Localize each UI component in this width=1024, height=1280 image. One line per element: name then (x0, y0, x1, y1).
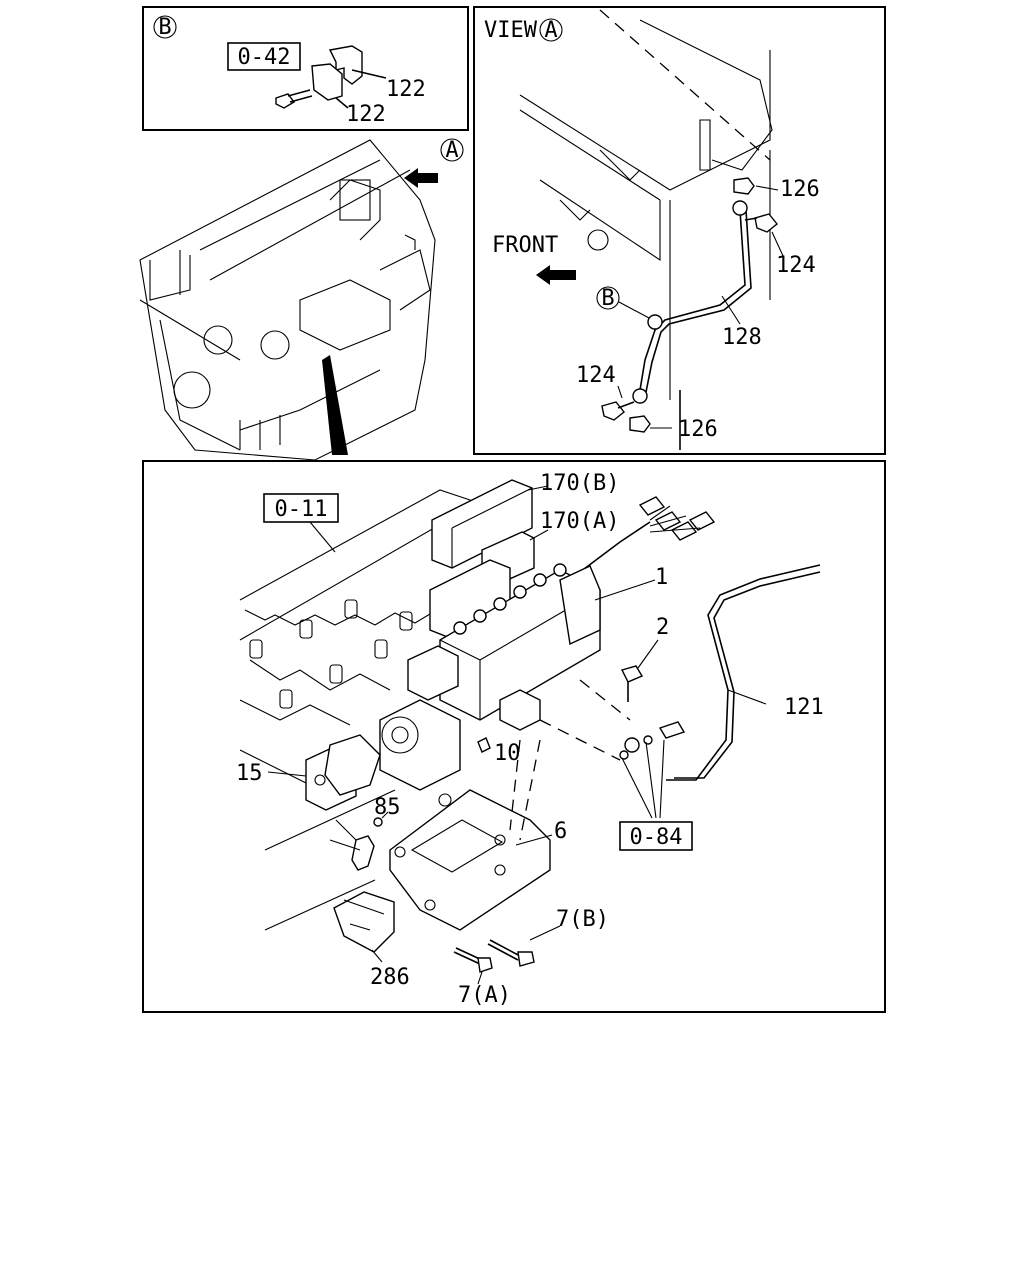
clamp-126-upper (733, 177, 755, 195)
callout-124-upper: 124 (776, 253, 816, 278)
ref-box-0-42 (227, 42, 301, 71)
fuel-pipe-128 (639, 209, 746, 391)
front-label: FRONT (492, 233, 558, 258)
callout-7a: 7(A) (458, 983, 511, 1008)
bolt-124-lower (601, 401, 635, 421)
bolt-part (275, 89, 313, 109)
bolt-2 (620, 639, 659, 702)
view-a-panel: VIEW A FRONT B (473, 6, 886, 455)
view-a-marker: A (544, 18, 557, 43)
callout-2: 2 (656, 615, 669, 640)
support-block-286 (333, 891, 395, 953)
bolt-7b (487, 939, 535, 967)
callout-170b: 170(B) (540, 471, 619, 496)
callout-10: 10 (494, 741, 521, 766)
callout-122-lower: 122 (346, 102, 386, 127)
washer-85 (373, 817, 383, 827)
callout-126-lower: 126 (678, 417, 718, 442)
clip-part-122 (311, 45, 387, 109)
detail-marker-circle (153, 15, 177, 39)
fuel-pipe-121 (666, 564, 821, 781)
injection-pump-in-engine (299, 279, 391, 351)
pointer-wedge (322, 355, 348, 455)
plug-10 (477, 737, 491, 753)
callout-126-upper: 126 (780, 177, 820, 202)
banjo-fitting (619, 721, 686, 760)
callout-121: 121 (784, 695, 824, 720)
callout-286: 286 (370, 965, 410, 990)
callout-122-upper: 122 (386, 77, 426, 102)
cylinder-head-outline (519, 9, 773, 450)
detail-b-marker: B (158, 15, 171, 40)
callout-7b: 7(B) (556, 907, 609, 932)
callout-128: 128 (722, 325, 762, 350)
detail-b-panel: B 0-42 122 122 (142, 6, 469, 131)
coupling-15 (305, 734, 381, 811)
ref-box-0-84 (619, 821, 693, 851)
injection-pump-1 (407, 563, 601, 731)
engine-overview: A (139, 138, 464, 461)
callout-15: 15 (236, 761, 263, 786)
callout-1: 1 (655, 565, 668, 590)
ref-label-0-11: 0-11 (275, 497, 328, 522)
view-a-title: VIEW (484, 18, 538, 43)
main-detail-panel: 0-11 170(B) 170(A) (142, 460, 886, 1013)
bolt-7a (453, 947, 493, 973)
harness-connector (579, 496, 716, 573)
callout-124-lower: 124 (576, 363, 616, 388)
ref-label-0-42: 0-42 (238, 45, 291, 70)
link-bracket (351, 835, 375, 871)
ref-box-0-11 (263, 493, 339, 523)
callout-6: 6 (554, 819, 567, 844)
bolt-124-upper (744, 213, 778, 233)
front-arrow (536, 265, 576, 285)
view-arrow (404, 168, 438, 188)
callout-170a: 170(A) (540, 509, 619, 534)
view-a-marker-b: B (601, 286, 614, 311)
ref-label-0-84: 0-84 (630, 825, 683, 850)
clamp-126-lower (629, 415, 651, 433)
callout-85: 85 (374, 795, 401, 820)
engine-marker-a: A (445, 138, 458, 163)
clamp-b (647, 314, 663, 330)
relay-box-170b (431, 479, 533, 569)
pump-bracket-6 (389, 789, 551, 931)
drive-housing (379, 699, 461, 791)
